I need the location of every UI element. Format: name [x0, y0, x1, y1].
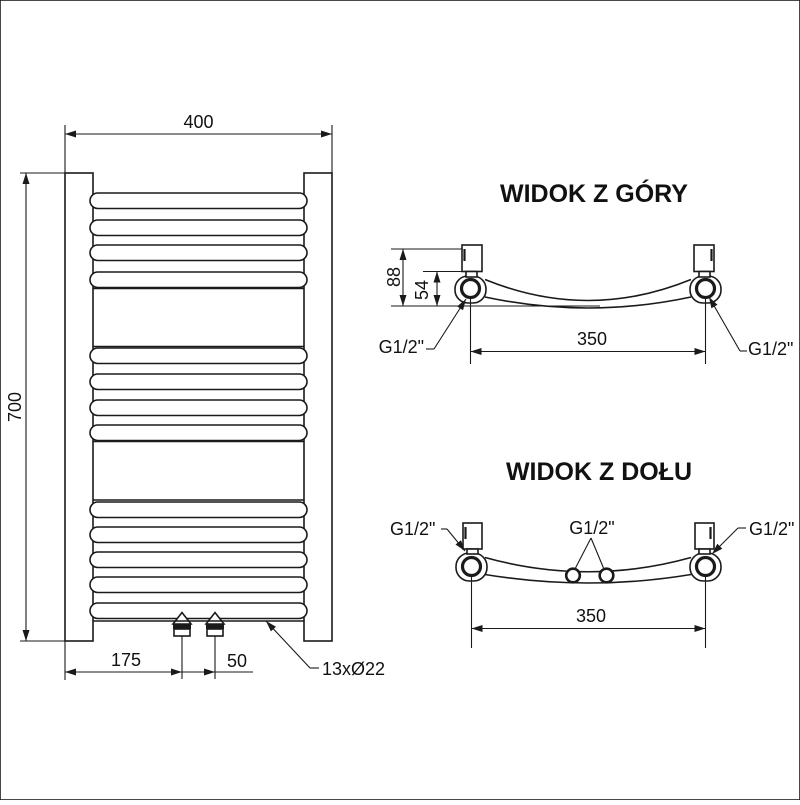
leader-arrow	[266, 621, 276, 632]
bottom-conn-label-right: G1/2"	[711, 519, 794, 555]
leader-arrow	[709, 297, 718, 309]
bracket-neck	[466, 548, 479, 555]
pipe-port	[694, 277, 717, 300]
valve-collar	[206, 623, 224, 629]
dim-arrow	[65, 130, 76, 138]
connection-size-label: G1/2"	[748, 339, 793, 359]
dim-arrow	[471, 625, 483, 632]
pipe-port	[694, 555, 717, 578]
bottom-view-right-fitting	[689, 522, 722, 582]
front-view: 400 700 175 50 13xØ22	[5, 112, 385, 680]
bracket-neck	[465, 270, 478, 278]
bracket-neck	[698, 548, 711, 555]
dim-valve-left-label: 175	[111, 650, 141, 670]
rung	[89, 424, 308, 442]
front-dim-width: 400	[64, 112, 333, 173]
dim-height-label: 700	[5, 392, 25, 422]
dim-arrow	[694, 348, 706, 355]
top-dim-span: 350	[469, 299, 707, 364]
dim-arrow	[65, 668, 76, 676]
dim-valve-spacing-label: 50	[227, 651, 247, 671]
top-view-left-fitting	[454, 244, 487, 304]
dim-span-label: 350	[576, 606, 606, 626]
top-view: WIDOK Z GÓRY 88	[379, 178, 793, 364]
top-conn-label-right: G1/2"	[708, 296, 793, 359]
rung	[89, 602, 308, 620]
bar-bottom-edge	[484, 296, 692, 309]
dim-arrow	[22, 630, 30, 641]
leader-arrow	[457, 299, 466, 311]
dim-width-label: 400	[183, 112, 213, 132]
left-collector	[64, 172, 94, 642]
bracket-neck	[698, 270, 711, 278]
bar-bottom-edge	[484, 573, 692, 584]
leader-arrow	[455, 540, 465, 551]
valve-connection-right	[204, 611, 226, 679]
top-view-title: WIDOK Z GÓRY	[500, 178, 688, 208]
rung	[89, 526, 308, 544]
connection-size-label: G1/2"	[390, 519, 435, 539]
rung	[89, 347, 308, 365]
dim-span-label: 350	[577, 329, 607, 349]
bottom-conn-label-left: G1/2"	[390, 519, 466, 552]
center-pipe-port	[564, 567, 582, 584]
top-view-right-fitting	[689, 244, 722, 304]
leader-arrow	[712, 543, 723, 554]
leader-line	[590, 537, 605, 569]
bottom-conn-label-center: G1/2"	[569, 518, 615, 569]
dim-arrow	[433, 271, 441, 283]
bottom-view: WIDOK Z DOŁU G1/2"	[390, 458, 794, 648]
connection-size-label: G1/2"	[569, 518, 614, 538]
tube-count-label: 13xØ22	[322, 659, 385, 679]
dim-arrow	[433, 295, 441, 306]
dim-arrow	[22, 173, 30, 184]
front-dim-valves: 175 50	[64, 641, 253, 680]
rung	[89, 551, 308, 569]
dim-arrow	[470, 348, 482, 355]
front-tube-count-callout: 13xØ22	[265, 620, 385, 679]
dim-axis-depth-label: 54	[412, 280, 432, 300]
connection-size-label: G1/2"	[379, 337, 424, 357]
valve-collar	[173, 623, 191, 629]
bottom-dim-span: 350	[470, 577, 707, 648]
bottom-view-title: WIDOK Z DOŁU	[506, 458, 692, 486]
dim-arrow	[399, 295, 407, 306]
dim-arrow	[171, 668, 182, 676]
dim-arrow	[399, 249, 407, 260]
leader-line	[575, 537, 592, 569]
front-dim-height: 700	[5, 173, 30, 641]
rung	[89, 271, 308, 289]
dim-arrow	[694, 625, 706, 632]
rung	[89, 373, 308, 391]
top-conn-label-left: G1/2"	[379, 298, 467, 357]
rung	[89, 399, 308, 417]
rung	[89, 501, 308, 519]
valve-connection-left	[171, 611, 193, 679]
rung	[89, 192, 308, 210]
connection-size-label: G1/2"	[749, 519, 794, 539]
right-collector	[303, 172, 333, 642]
bar-top-edge	[484, 278, 692, 302]
valve-body	[206, 628, 224, 637]
rung	[89, 576, 308, 594]
rung	[89, 244, 308, 262]
bottom-view-left-fitting	[455, 522, 488, 582]
pipe-port	[459, 277, 482, 300]
dim-depth-label: 88	[384, 267, 404, 287]
bar-top-edge	[484, 556, 692, 573]
pipe-port	[460, 555, 483, 578]
dim-arrow	[321, 130, 332, 138]
dim-arrow	[204, 668, 215, 676]
top-dim-depth: 88	[384, 248, 462, 306]
rung	[89, 219, 308, 237]
center-pipe-port	[598, 567, 615, 584]
valve-body	[173, 628, 191, 637]
top-dim-axis-depth: 54	[412, 270, 462, 306]
